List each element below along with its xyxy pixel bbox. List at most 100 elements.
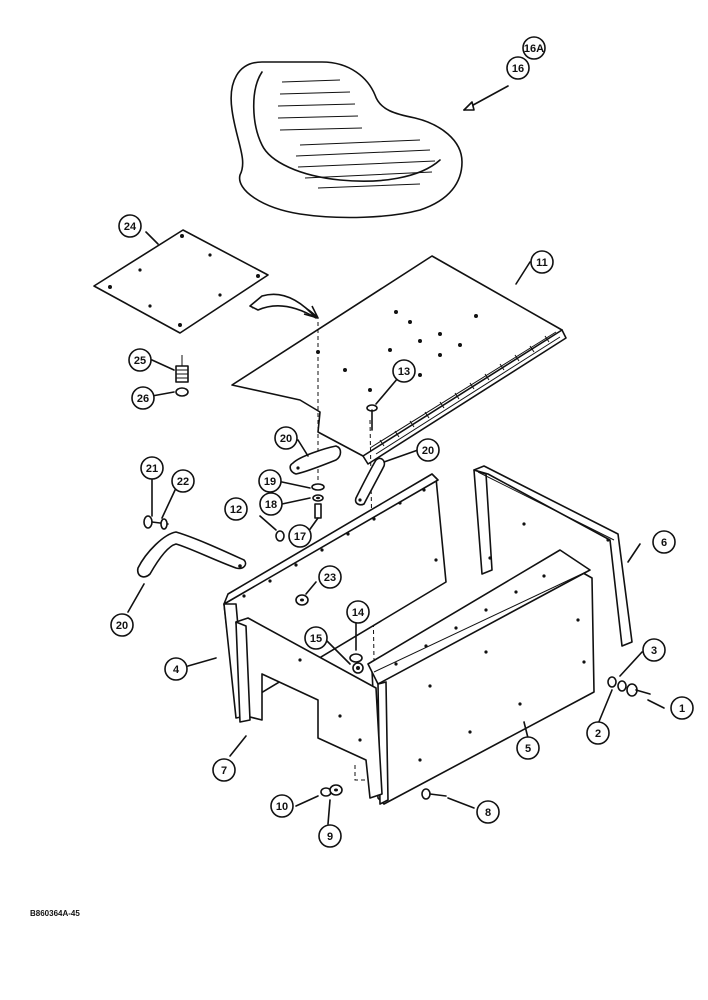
callout-4: 4: [164, 657, 188, 681]
callout-label: 10: [276, 801, 288, 813]
callout-13: 13: [392, 359, 416, 383]
callout-circle: [346, 600, 370, 624]
seat-link-right: [354, 457, 386, 506]
mounting-plate: [93, 229, 269, 334]
bolt: [366, 404, 378, 431]
callout-label: 16A: [524, 43, 544, 55]
callout-circle: [516, 736, 540, 760]
callout-label: 15: [310, 633, 322, 645]
strap-bolt: [143, 515, 169, 530]
callout-20: 20: [110, 613, 134, 637]
leader-lines: [127, 85, 665, 825]
callout-circle: [392, 359, 416, 383]
callout-circle: [522, 36, 546, 60]
callout-label: 4: [173, 664, 180, 676]
callout-label: 8: [485, 807, 491, 819]
callout-label: 24: [124, 221, 137, 233]
callout-2: 2: [586, 721, 610, 745]
isolator-mount: [175, 355, 189, 397]
callout-15: 15: [304, 626, 328, 650]
callout-circle: [164, 657, 188, 681]
callout-circle: [506, 56, 530, 80]
callout-circle: [131, 386, 155, 410]
callout-circle: [318, 824, 342, 848]
callout-8: 8: [476, 800, 500, 824]
callout-circle: [586, 721, 610, 745]
callout-label: 7: [221, 765, 227, 777]
callout-24: 24: [118, 214, 142, 238]
callout-label: 1: [679, 703, 685, 715]
callout-14: 14: [346, 600, 370, 624]
seat-link-left: [289, 445, 342, 475]
front-end-panel: [235, 617, 383, 799]
callout-circle: [258, 469, 282, 493]
callout-20: 20: [416, 438, 440, 462]
callout-label: 18: [265, 499, 277, 511]
callout-22: 22: [171, 469, 195, 493]
callout-1: 1: [670, 696, 694, 720]
callout-circle: [110, 613, 134, 637]
callout-label: 6: [661, 537, 667, 549]
callout-circle: [171, 469, 195, 493]
callout-label: 25: [134, 355, 146, 367]
callout-label: 12: [230, 504, 242, 516]
callout-10: 10: [270, 794, 294, 818]
callout-circle: [270, 794, 294, 818]
callout-circle: [416, 438, 440, 462]
seat-strap: [136, 531, 247, 578]
callout-16: 16: [506, 56, 530, 80]
callout-9: 9: [318, 824, 342, 848]
callout-label: 13: [398, 366, 410, 378]
callout-label: 5: [525, 743, 531, 755]
callout-circle: [642, 638, 666, 662]
seat-cushion: [230, 61, 463, 219]
callout-label: 23: [324, 572, 336, 584]
callout-18: 18: [259, 492, 283, 516]
callout-circle: [224, 497, 248, 521]
callout-25: 25: [128, 348, 152, 372]
callout-label: 16: [512, 63, 524, 75]
callout-label: 20: [116, 620, 128, 632]
callout-label: 22: [177, 476, 189, 488]
callout-19: 19: [258, 469, 282, 493]
callout-circle: [652, 530, 676, 554]
callout-circle: [128, 348, 152, 372]
callout-circle: [318, 565, 342, 589]
callout-21: 21: [140, 456, 164, 480]
callout-20: 20: [274, 426, 298, 450]
callout-circle: [288, 524, 312, 548]
callout-label: 11: [536, 257, 548, 269]
callout-label: 3: [651, 645, 657, 657]
callout-circle: [274, 426, 298, 450]
callout-circle: [212, 758, 236, 782]
callout-23: 23: [318, 565, 342, 589]
callout-label: 26: [137, 393, 149, 405]
callout-circle: [530, 250, 554, 274]
callout-circle: [304, 626, 328, 650]
callout-circle: [118, 214, 142, 238]
callout-label: 2: [595, 728, 601, 740]
callout-11: 11: [530, 250, 554, 274]
callout-label: 17: [294, 531, 306, 543]
callout-26: 26: [131, 386, 155, 410]
reference-code: B860364A-45: [30, 909, 80, 918]
callout-17: 17: [288, 524, 312, 548]
callout-6: 6: [652, 530, 676, 554]
callout-label: 9: [327, 831, 333, 843]
callout-circle: [140, 456, 164, 480]
callout-12: 12: [224, 497, 248, 521]
callout-circle: [670, 696, 694, 720]
callout-label: 14: [352, 607, 365, 619]
callout-label: 20: [280, 433, 292, 445]
callout-label: 19: [264, 476, 276, 488]
callout-5: 5: [516, 736, 540, 760]
callout-3: 3: [642, 638, 666, 662]
callout-circle: [259, 492, 283, 516]
callout-label: 20: [422, 445, 434, 457]
callout-circle: [476, 800, 500, 824]
callout-16A: 16A: [522, 36, 546, 60]
seat-pan: [231, 255, 567, 465]
callout-label: 21: [146, 463, 158, 475]
